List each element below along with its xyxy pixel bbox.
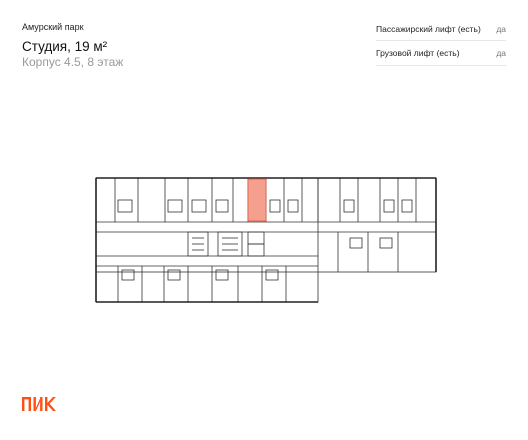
freight-lift-row: Грузовой лифт (есть) да (376, 48, 506, 58)
floor-plan (95, 177, 437, 303)
spec-divider (376, 65, 506, 66)
project-name: Амурский парк (22, 22, 84, 32)
apartment-subtitle: Корпус 4.5, 8 этаж (22, 55, 124, 69)
passenger-lift-row: Пассажирский лифт (есть) да (376, 24, 506, 34)
freight-lift-value: да (496, 48, 506, 58)
passenger-lift-label: Пассажирский лифт (есть) (376, 24, 481, 34)
spec-divider (376, 40, 506, 41)
pik-logo (22, 397, 56, 411)
freight-lift-label: Грузовой лифт (есть) (376, 48, 460, 58)
passenger-lift-value: да (496, 24, 506, 34)
highlighted-apartment (247, 178, 267, 222)
plan-outline-main (95, 177, 319, 303)
apartment-title: Студия, 19 м² (22, 39, 108, 54)
